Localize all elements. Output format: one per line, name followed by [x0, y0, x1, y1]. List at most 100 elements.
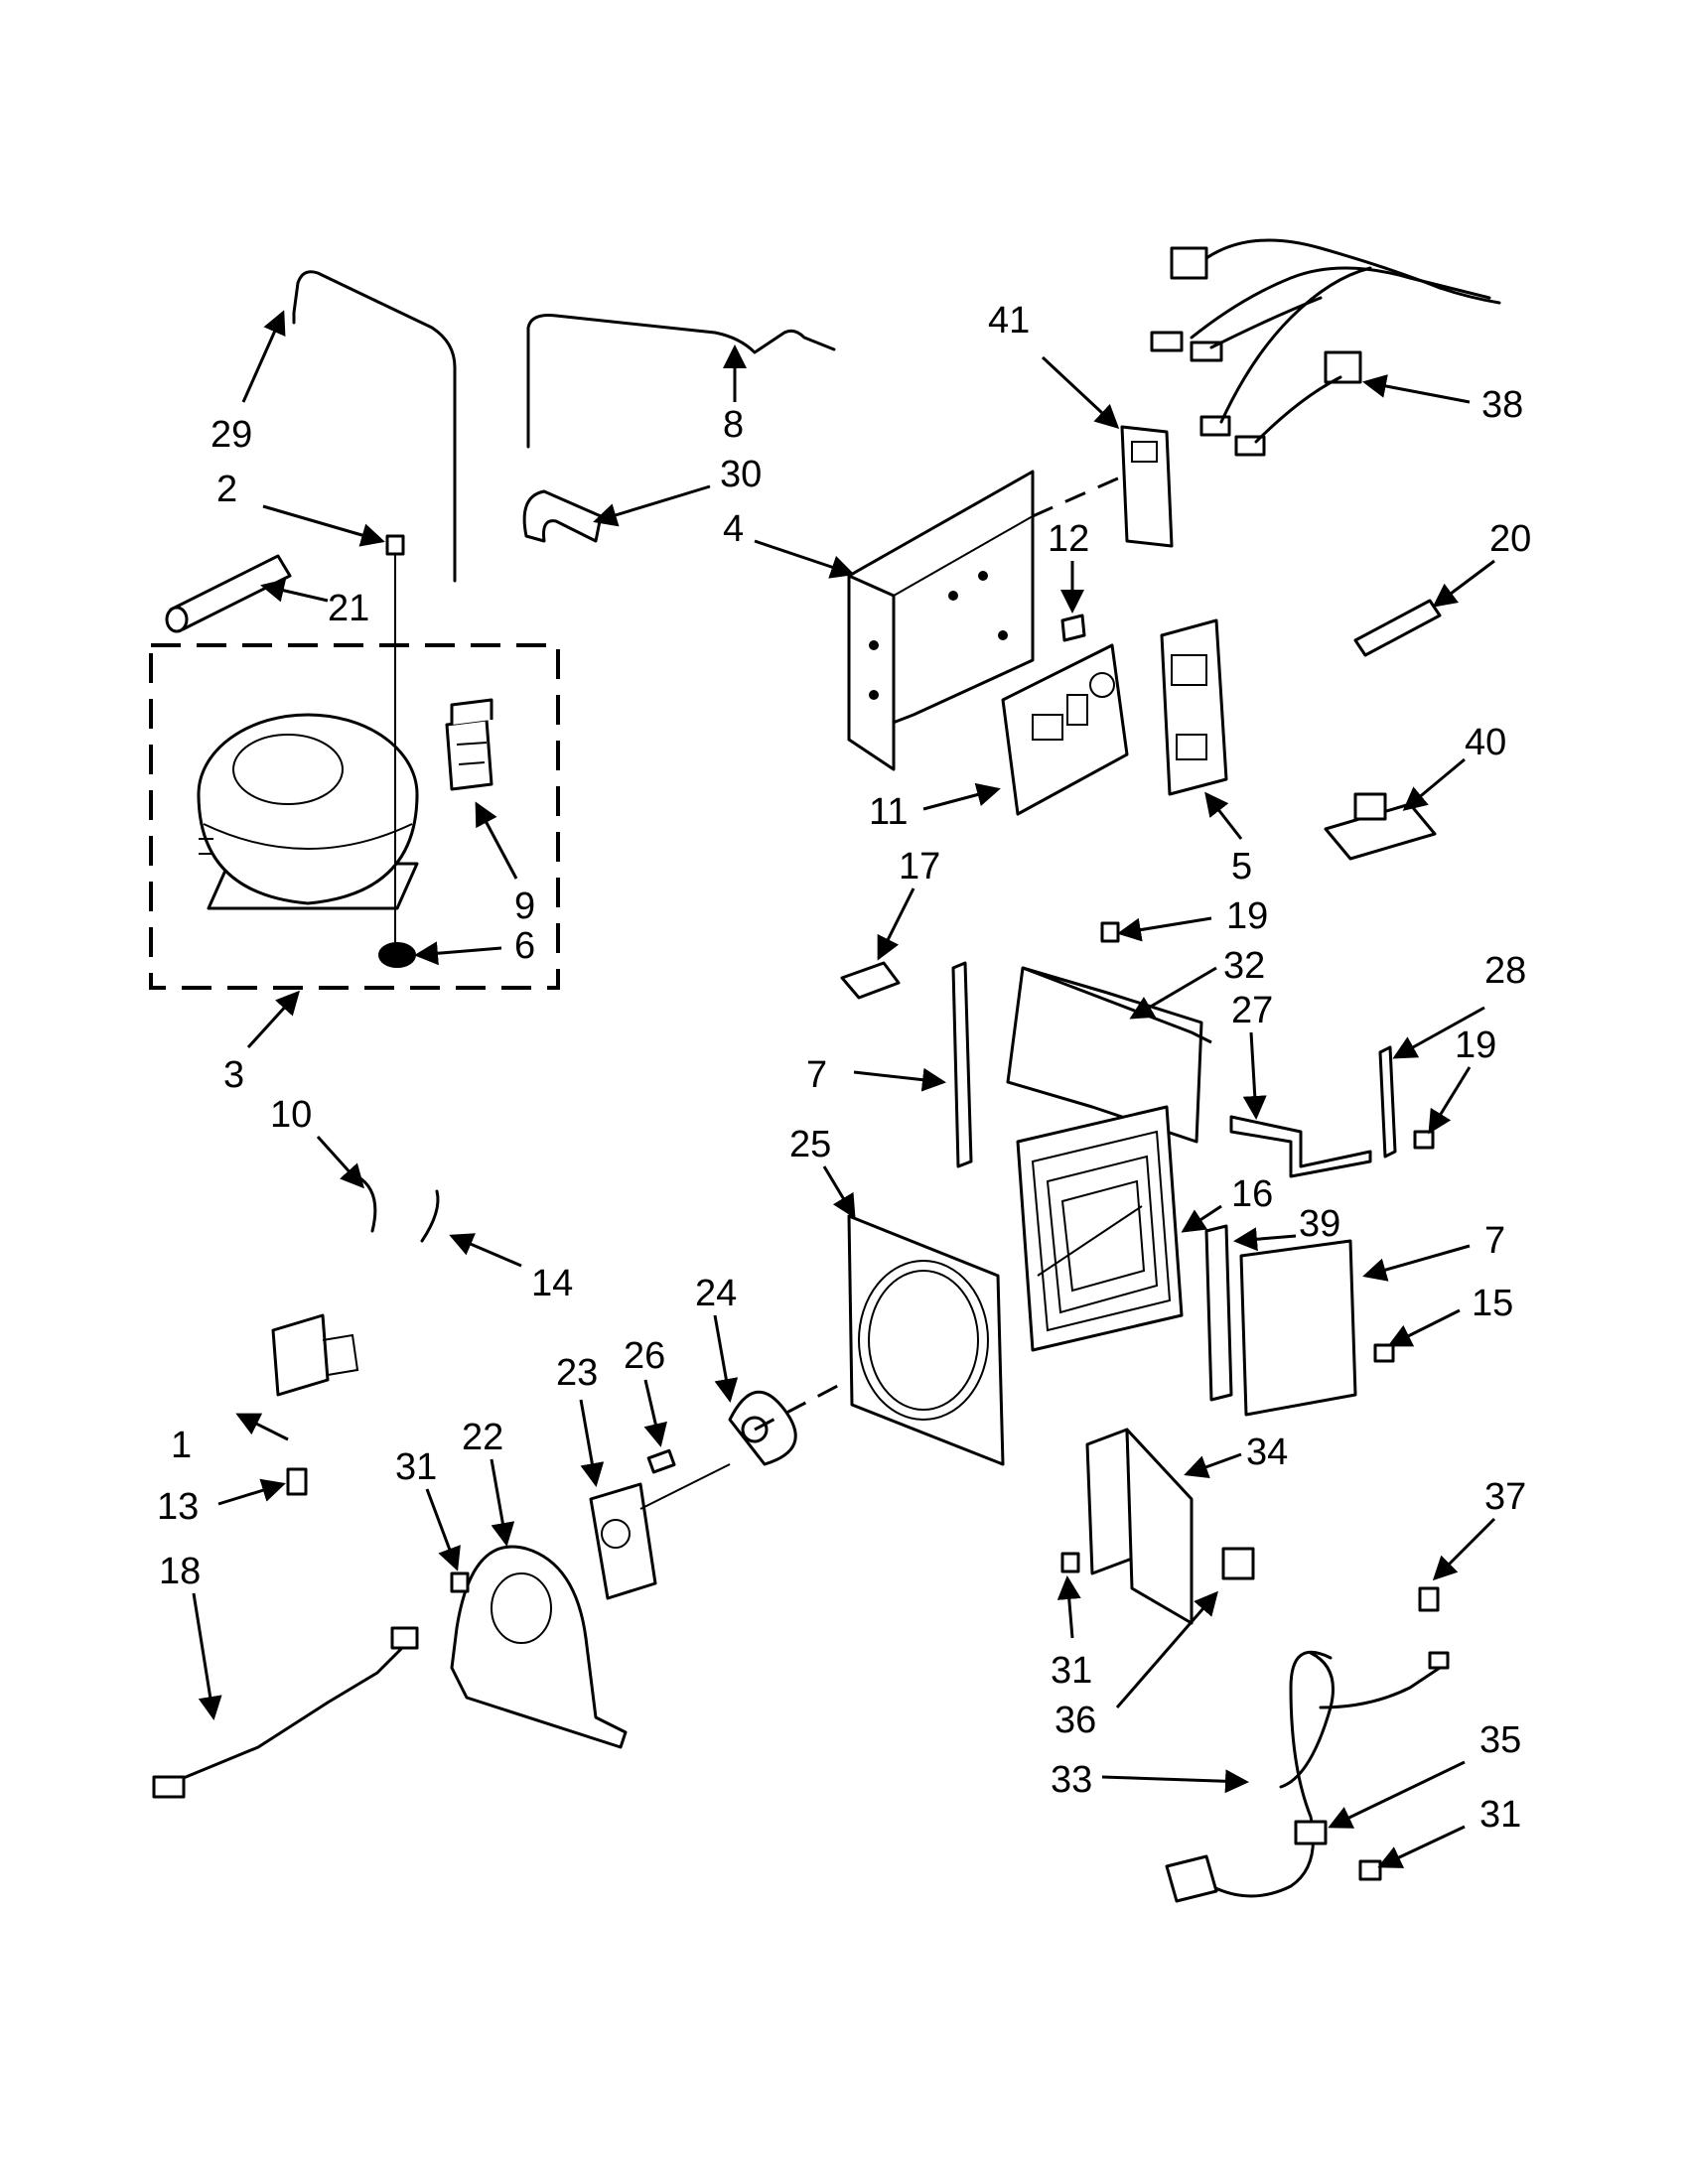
callout-6: 6 — [514, 925, 535, 967]
bracket-28 — [1378, 1045, 1397, 1159]
arrow-33 — [1101, 1769, 1249, 1794]
arrow-39 — [1233, 1227, 1297, 1252]
leader-arrows — [192, 310, 1496, 1868]
seal-39 — [1204, 1224, 1233, 1402]
callout-1: 1 — [171, 1425, 192, 1466]
callout-29: 29 — [211, 414, 252, 456]
bracket-7-left — [951, 961, 973, 1168]
tube-8 — [526, 314, 836, 449]
arrow-38 — [1362, 374, 1471, 404]
connector-17 — [840, 961, 901, 1000]
callout-13: 13 — [157, 1486, 199, 1528]
screw-31-left — [450, 1571, 470, 1593]
callout-19a: 19 — [1226, 895, 1268, 937]
screw-15 — [1373, 1343, 1395, 1363]
arrow-31b — [1056, 1575, 1081, 1639]
arrow-30 — [593, 484, 711, 527]
compressor-assembly-box — [149, 643, 560, 990]
screw-19-top — [1100, 921, 1120, 943]
callout-37: 37 — [1484, 1476, 1526, 1518]
callout-30: 30 — [720, 454, 762, 495]
start-device — [271, 1313, 359, 1397]
callout-7b: 7 — [1484, 1220, 1505, 1262]
callout-17: 17 — [899, 846, 940, 887]
arrow-35 — [1328, 1760, 1466, 1829]
arrow-15 — [1387, 1308, 1461, 1347]
bracket-27 — [1229, 1115, 1372, 1178]
screw-26 — [646, 1448, 676, 1474]
arrow-6 — [414, 941, 502, 966]
arrow-19b — [1428, 1066, 1472, 1135]
condenser-coil — [1016, 1105, 1184, 1352]
arrow-7a — [853, 1067, 946, 1092]
board-11 — [1001, 643, 1129, 816]
arrow-40 — [1402, 757, 1466, 811]
arrow-32 — [1129, 966, 1217, 1020]
screw-31-mid — [1060, 1552, 1080, 1573]
callout-31a: 31 — [395, 1446, 437, 1488]
board-5 — [1160, 618, 1228, 796]
tube-29 — [292, 270, 457, 583]
callout-16: 16 — [1231, 1173, 1273, 1215]
callout-32: 32 — [1223, 945, 1265, 987]
drier — [165, 554, 292, 633]
callout-33: 33 — [1051, 1759, 1092, 1801]
callout-15: 15 — [1472, 1283, 1513, 1324]
arrow-13 — [217, 1478, 286, 1506]
callout-40: 40 — [1465, 722, 1506, 763]
arrow-41 — [1041, 355, 1120, 430]
arrow-10 — [316, 1135, 365, 1189]
screw-31-bottom — [1358, 1859, 1382, 1881]
callout-22: 22 — [462, 1417, 503, 1458]
callout-24: 24 — [695, 1273, 737, 1314]
arrow-27 — [1242, 1031, 1267, 1120]
grommet — [378, 942, 416, 968]
arrow-14 — [449, 1233, 522, 1268]
fan-motor — [589, 1463, 731, 1600]
arrow-37 — [1432, 1517, 1496, 1581]
arrow-26 — [643, 1379, 667, 1447]
arrow-4 — [754, 539, 855, 579]
arrow-29 — [241, 310, 286, 403]
bracket-34 — [1085, 1428, 1194, 1625]
arrow-22 — [490, 1458, 515, 1547]
callout-25: 25 — [789, 1124, 831, 1165]
callout-21: 21 — [328, 588, 369, 629]
control-bracket — [847, 470, 1035, 771]
overload-relay — [445, 698, 493, 791]
arrow-24 — [713, 1314, 739, 1403]
callout-8: 8 — [723, 404, 744, 446]
arrow-28 — [1392, 1006, 1485, 1059]
switch-36 — [1221, 1547, 1255, 1580]
callout-31b: 31 — [1051, 1650, 1092, 1692]
arrow-3 — [246, 990, 301, 1049]
callout-2: 2 — [216, 469, 237, 510]
callout-labels: 1 2 3 4 5 6 7 7 8 9 10 11 12 13 14 15 16… — [157, 300, 1531, 1836]
callout-38: 38 — [1481, 384, 1523, 426]
callout-4: 4 — [723, 508, 744, 550]
motor-bracket — [450, 1545, 628, 1749]
arrow-16 — [1181, 1204, 1222, 1233]
arrow-5 — [1204, 791, 1243, 840]
callout-5: 5 — [1231, 846, 1252, 887]
label-13 — [286, 1467, 308, 1496]
callout-28: 28 — [1484, 950, 1526, 992]
callout-18: 18 — [159, 1551, 201, 1592]
screw-19-right — [1413, 1130, 1435, 1150]
fan-shroud — [847, 1214, 1005, 1466]
callout-23: 23 — [556, 1352, 598, 1394]
arrow-9 — [475, 801, 518, 880]
callout-12: 12 — [1048, 518, 1089, 560]
callout-41: 41 — [988, 300, 1030, 341]
callout-10: 10 — [270, 1094, 312, 1136]
arrow-11 — [922, 782, 1001, 811]
thermistor-20 — [1353, 599, 1442, 657]
tube-30 — [522, 489, 603, 543]
callout-35: 35 — [1479, 1719, 1521, 1761]
arrow-36 — [1115, 1590, 1218, 1708]
wire-14 — [420, 1189, 440, 1243]
clip-35 — [1294, 1820, 1328, 1845]
power-cord-33 — [1165, 1586, 1450, 1903]
callout-27: 27 — [1231, 990, 1273, 1031]
arrow-17 — [877, 887, 915, 961]
